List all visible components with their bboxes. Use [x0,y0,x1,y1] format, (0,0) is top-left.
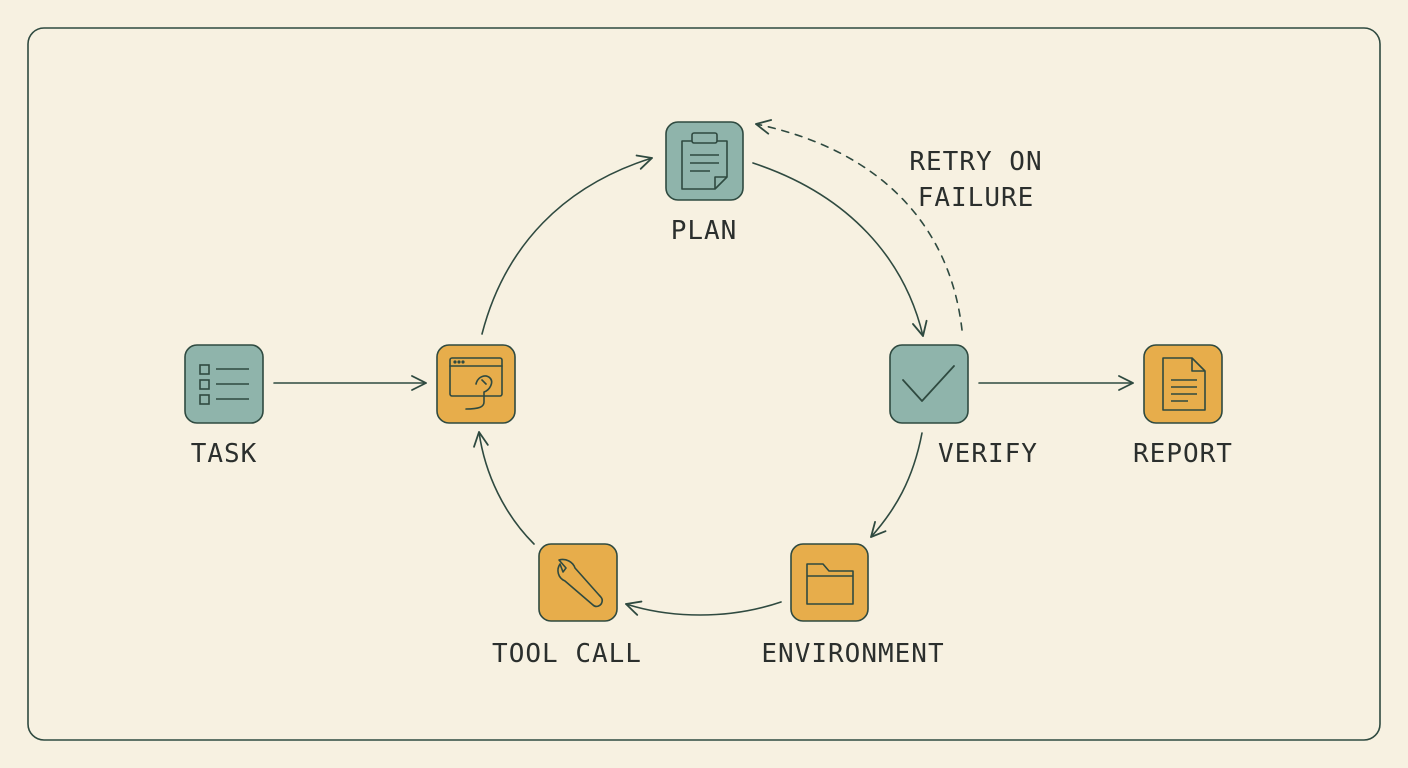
arrow-verify-to-environment [870,432,923,538]
checklist-icon [199,364,249,405]
node-report: REPORT [1133,344,1233,469]
node-environment: ENVIRONMENT [761,543,944,669]
arrow-retry-on-failure [755,119,963,331]
clipboard-icon [681,132,728,190]
retry-note-line1: RETRY ON [909,147,1042,177]
node-verify: VERIFY [889,344,1038,469]
arrow-environment-to-tool-call [625,600,782,616]
report-label: REPORT [1133,439,1233,469]
task-label: TASK [191,439,258,469]
wrench-icon [557,558,604,608]
retry-note-line2: FAILURE [918,183,1035,213]
environment-label: ENVIRONMENT [761,639,944,669]
node-tool-call: TOOL CALL [492,543,642,669]
checkmark-icon [902,365,955,402]
node-agent [436,344,516,424]
arrow-agent-to-plan [481,154,653,335]
document-icon [1162,357,1206,411]
plan-label: PLAN [671,216,738,246]
arrow-plan-to-verify [752,162,928,337]
node-plan: PLAN [665,121,744,246]
computer-use-icon [449,357,503,410]
arrow-tool-call-to-agent [473,431,535,545]
folder-icon [806,563,854,605]
verify-label: VERIFY [938,439,1038,469]
diagram-frame [27,27,1381,741]
tool-call-label: TOOL CALL [492,639,642,669]
node-task: TASK [184,344,264,469]
